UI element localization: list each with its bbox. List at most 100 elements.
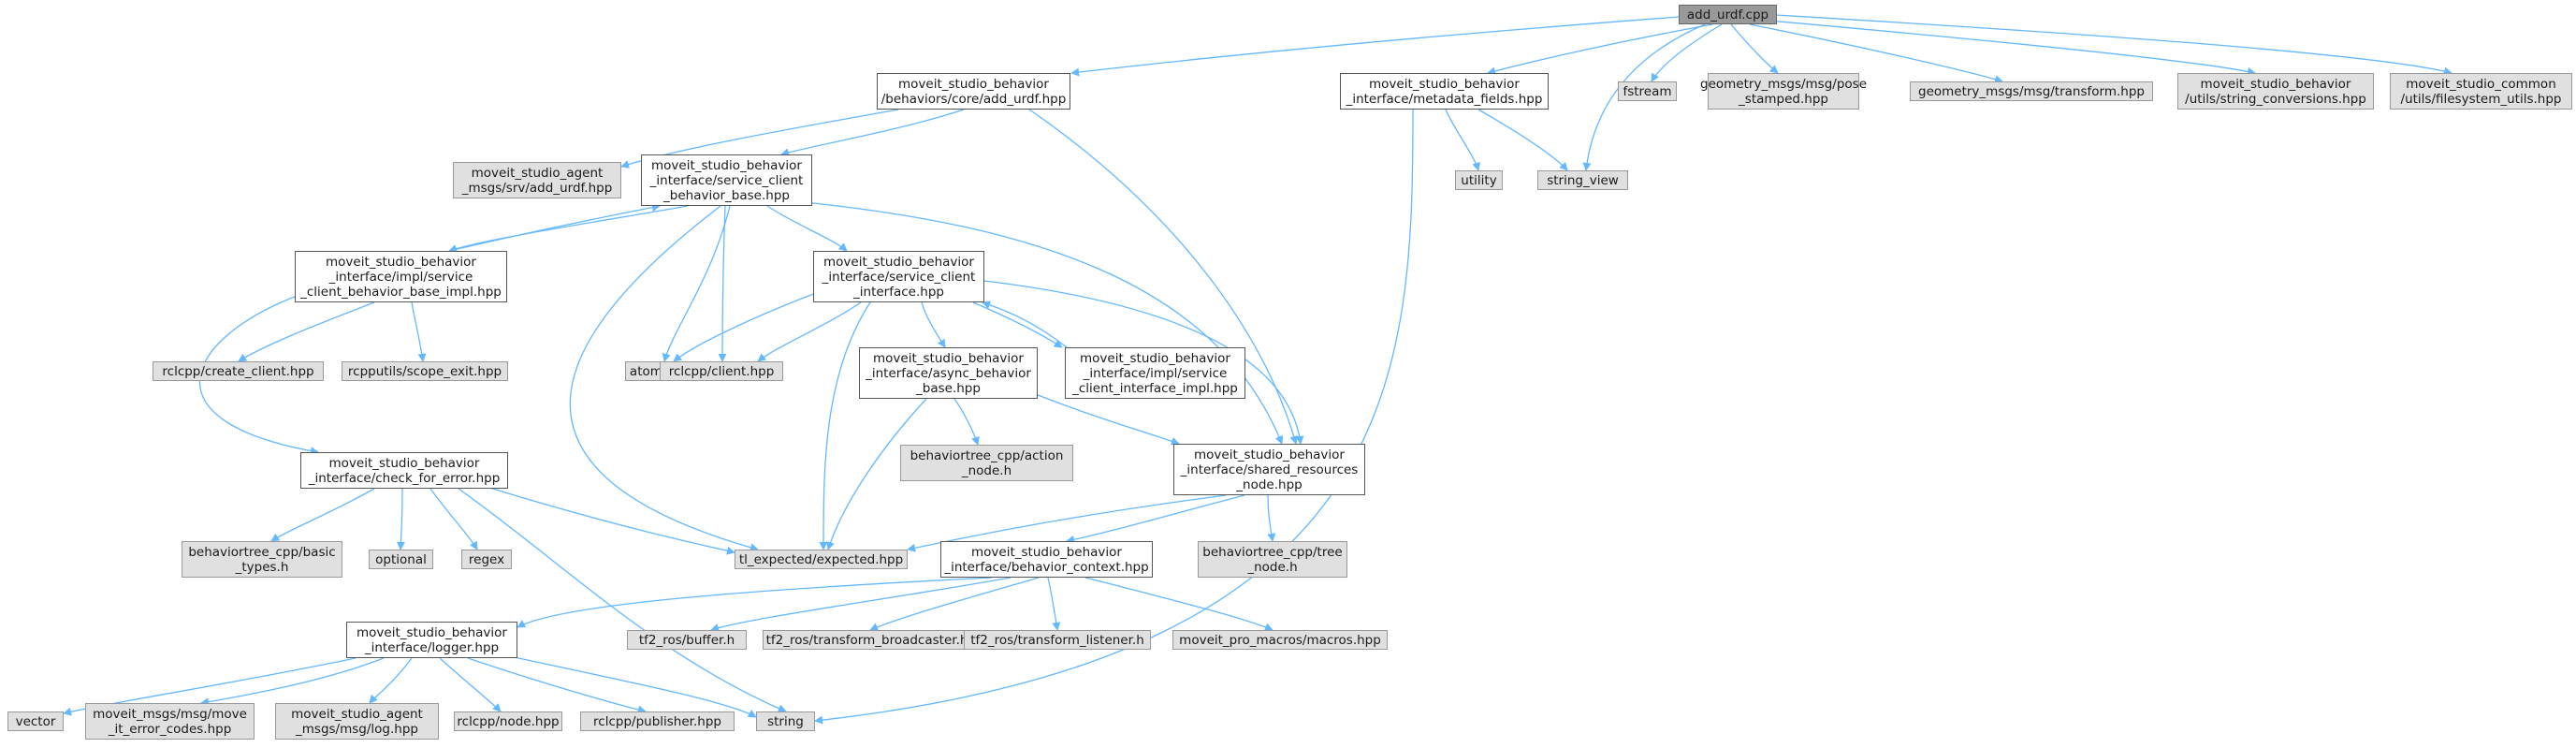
node-label: geometry_msgs/msg/transform.hpp xyxy=(1918,83,2145,99)
node-logger[interactable]: moveit_studio_behavior _interface/logger… xyxy=(346,622,517,658)
node-tree-node[interactable]: behaviortree_cpp/tree _node.h xyxy=(1198,541,1347,578)
node-macros[interactable]: moveit_pro_macros/macros.hpp xyxy=(1172,630,1388,650)
dependency-edge xyxy=(794,200,1284,445)
dependency-edge xyxy=(411,301,427,362)
dependency-edge xyxy=(1730,23,1779,74)
node-async-behavior-base[interactable]: moveit_studio_behavior _interface/async_… xyxy=(859,347,1038,399)
node-string-view[interactable]: string_view xyxy=(1537,170,1628,190)
node-label: vector xyxy=(15,713,56,729)
node-filesystem-utils[interactable]: moveit_studio_common /utils/filesystem_u… xyxy=(2390,73,2572,110)
dependency-edge xyxy=(1749,23,2003,83)
node-scope-exit[interactable]: rcpputils/scope_exit.hpp xyxy=(342,361,508,381)
node-label: moveit_studio_behavior _interface/servic… xyxy=(822,254,976,300)
dependency-edge xyxy=(718,205,727,362)
dependency-edge xyxy=(673,289,824,362)
node-behavior-context[interactable]: moveit_studio_behavior _interface/behavi… xyxy=(940,541,1153,578)
node-label: optional xyxy=(375,551,427,567)
node-rclcpp-node[interactable]: rclcpp/node.hpp xyxy=(454,711,562,731)
node-action-node[interactable]: behaviortree_cpp/action _node.h xyxy=(900,445,1073,481)
node-label: moveit_studio_agent _msgs/msg/log.hpp xyxy=(291,706,423,737)
dependency-edge xyxy=(1066,494,1245,544)
node-label: moveit_studio_behavior _interface/impl/s… xyxy=(1072,350,1238,396)
dependency-edge xyxy=(907,494,1227,552)
node-regex[interactable]: regex xyxy=(461,550,512,569)
node-label: rcpputils/scope_exit.hpp xyxy=(347,363,502,379)
node-tf2-buffer[interactable]: tf2_ros/buffer.h xyxy=(627,630,747,650)
node-optional[interactable]: optional xyxy=(369,550,433,569)
node-pose-stamped[interactable]: geometry_msgs/msg/pose _stamped.hpp xyxy=(1700,73,1867,110)
node-sc-interface-impl[interactable]: moveit_studio_behavior _interface/impl/s… xyxy=(1065,347,1245,399)
node-label: tf2_ros/buffer.h xyxy=(638,632,735,648)
node-label: moveit_studio_common /utils/filesystem_u… xyxy=(2400,76,2562,107)
node-shared-resources-node[interactable]: moveit_studio_behavior _interface/shared… xyxy=(1173,444,1365,495)
dependency-edge xyxy=(429,488,478,550)
node-transform[interactable]: geometry_msgs/msg/transform.hpp xyxy=(1910,81,2153,101)
node-label: moveit_studio_agent _msgs/srv/add_urdf.h… xyxy=(461,165,613,196)
node-client[interactable]: rclcpp/client.hpp xyxy=(660,361,783,381)
node-label: rclcpp/publisher.hpp xyxy=(593,713,721,729)
node-tf2-listener[interactable]: tf2_ros/transform_listener.h xyxy=(964,630,1151,650)
dependency-edge xyxy=(1028,109,1299,445)
node-string[interactable]: string xyxy=(756,711,815,731)
node-label: behaviortree_cpp/basic _types.h xyxy=(188,544,336,575)
dependency-edge xyxy=(983,280,1304,445)
node-label: moveit_studio_behavior /behaviors/core/a… xyxy=(880,76,1067,107)
node-label: behaviortree_cpp/tree _node.h xyxy=(1202,544,1343,575)
dependency-edge xyxy=(757,301,862,362)
node-srv-add-urdf[interactable]: moveit_studio_agent _msgs/srv/add_urdf.h… xyxy=(453,162,621,198)
node-sc-behavior-base-impl[interactable]: moveit_studio_behavior _interface/impl/s… xyxy=(295,251,507,302)
node-string-conversions[interactable]: moveit_studio_behavior /utils/string_con… xyxy=(2177,73,2374,110)
node-label: rclcpp/node.hpp xyxy=(457,713,560,729)
node-utility[interactable]: utility xyxy=(1455,170,1503,190)
dependency-edge xyxy=(766,205,848,252)
node-create-client[interactable]: rclcpp/create_client.hpp xyxy=(153,361,324,381)
node-label: moveit_studio_behavior _interface/servic… xyxy=(649,157,804,203)
node-publisher[interactable]: rclcpp/publisher.hpp xyxy=(580,711,735,731)
node-tf2-broadcaster[interactable]: tf2_ros/transform_broadcaster.h xyxy=(763,630,971,650)
node-label: moveit_studio_behavior _interface/shared… xyxy=(1180,447,1359,492)
dependency-edge xyxy=(1084,577,1273,631)
dependency-edge xyxy=(972,301,1063,348)
dependency-edge xyxy=(953,398,980,446)
dependency-edge xyxy=(396,488,405,550)
dependency-edge xyxy=(780,109,965,157)
node-label: moveit_studio_behavior /utils/string_con… xyxy=(2185,76,2366,107)
dependency-edge xyxy=(662,205,731,362)
node-label: rclcpp/client.hpp xyxy=(668,363,775,379)
dependency-edge xyxy=(1047,577,1061,631)
node-vector[interactable]: vector xyxy=(7,711,64,731)
node-basic-types[interactable]: behaviortree_cpp/basic _types.h xyxy=(182,541,342,578)
node-label: tf2_ros/transform_broadcaster.h xyxy=(765,632,968,648)
dependency-edge xyxy=(710,577,1011,632)
node-add-urdf-cpp[interactable]: add_urdf.cpp xyxy=(1679,5,1777,24)
node-label: moveit_studio_behavior _interface/behavi… xyxy=(944,544,1149,575)
dependency-edge xyxy=(982,301,1068,348)
dependency-edge xyxy=(448,205,689,253)
node-add-urdf-hpp[interactable]: moveit_studio_behavior /behaviors/core/a… xyxy=(877,73,1070,110)
node-move-it-error-codes[interactable]: moveit_msgs/msg/move _it_error_codes.hpp xyxy=(85,703,255,740)
node-metadata-fields[interactable]: moveit_studio_behavior _interface/metada… xyxy=(1340,73,1549,110)
node-check-for-error[interactable]: moveit_studio_behavior _interface/check_… xyxy=(300,452,508,489)
dependency-edge xyxy=(1267,494,1276,542)
node-label: tl_expected/expected.hpp xyxy=(738,551,904,567)
node-label: behaviortree_cpp/action _node.h xyxy=(910,447,1064,478)
dependency-edge xyxy=(1651,23,1723,82)
node-expected[interactable]: tl_expected/expected.hpp xyxy=(735,550,908,569)
node-label: moveit_studio_behavior _interface/check_… xyxy=(308,455,501,486)
node-sc-interface[interactable]: moveit_studio_behavior _interface/servic… xyxy=(813,251,984,302)
node-label: moveit_studio_behavior _interface/impl/s… xyxy=(300,254,502,300)
dependency-edge xyxy=(467,657,647,714)
dependency-edge xyxy=(921,301,946,348)
dependency-edge xyxy=(1445,109,1481,171)
dependency-edge xyxy=(1070,16,1681,77)
node-label: regex xyxy=(468,551,505,567)
node-label: rclcpp/create_client.hpp xyxy=(162,363,314,379)
dependency-edge xyxy=(369,657,413,704)
dependency-edge xyxy=(200,657,385,707)
node-label: moveit_pro_macros/macros.hpp xyxy=(1179,632,1381,648)
node-label: string_view xyxy=(1547,172,1619,188)
node-msg-log[interactable]: moveit_studio_agent _msgs/msg/log.hpp xyxy=(275,703,439,740)
dependency-edge xyxy=(1582,23,1706,171)
node-sc-behavior-base[interactable]: moveit_studio_behavior _interface/servic… xyxy=(641,154,812,206)
node-fstream[interactable]: fstream xyxy=(1618,81,1677,101)
